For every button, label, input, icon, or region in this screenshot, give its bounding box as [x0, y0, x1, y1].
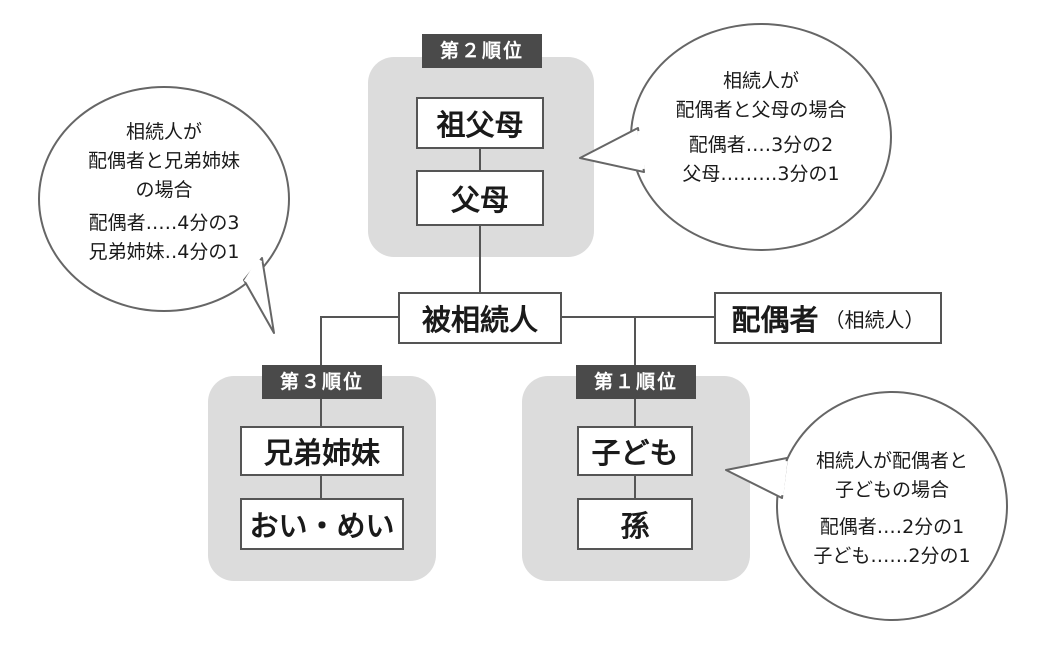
- node-children: 子ども: [577, 426, 693, 476]
- node-spouse: 配偶者（相続人）: [714, 292, 942, 344]
- node-grandparents: 祖父母: [416, 97, 544, 149]
- bubble-top-right-title2: 配偶者と父母の場合: [675, 99, 847, 121]
- bubble-left-tail: [243, 257, 275, 334]
- connector-grandparents-parents: [479, 147, 481, 170]
- spouse-sub-label: （相続人）: [824, 307, 925, 332]
- spouse-label: 配偶者: [731, 303, 819, 337]
- bubble-top-right-tail: [579, 127, 645, 173]
- node-parents: 父母: [416, 170, 544, 226]
- bubble-left-share1: 配偶者…‥4分の3: [88, 212, 240, 234]
- bubble-bottom-right-title1: 相続人が配偶者と: [815, 450, 968, 472]
- bubble-left-share2: 兄弟姉妹‥4分の1: [88, 241, 240, 263]
- connector-siblings-nephews: [320, 476, 322, 498]
- bubble-bottom-right-title2: 子どもの場合: [834, 479, 949, 501]
- bubble-bottom-right-text: 相続人が配偶者と 子どもの場合 配偶者‥‥2分の1 子ども……2分の1: [780, 447, 1004, 571]
- bubble-top-right-text: 相続人が 配偶者と父母の場合 配偶者‥‥3分の2 父母………3分の1: [636, 67, 886, 189]
- bubble-top-right: [630, 23, 892, 251]
- bubble-left-text: 相続人が 配偶者と兄弟姉妹 の場合 配偶者…‥4分の3 兄弟姉妹‥4分の1: [44, 118, 284, 267]
- bubble-bottom-right-tail: [725, 457, 788, 499]
- rank2-label: 第２順位: [422, 34, 542, 68]
- node-nephews: おい・めい: [240, 498, 404, 550]
- bubble-left-title2: 配偶者と兄弟姉妹: [87, 150, 240, 172]
- node-grandchildren: 孫: [577, 498, 693, 550]
- bubble-bottom-right-share1: 配偶者‥‥2分の1: [819, 516, 965, 538]
- connector-parents-deceased: [479, 226, 481, 292]
- connector-children-grandchildren: [634, 476, 636, 498]
- bubble-bottom-right-share2: 子ども……2分の1: [813, 545, 971, 567]
- node-deceased: 被相続人: [398, 292, 562, 344]
- bubble-bottom-right: [776, 391, 1008, 621]
- rank1-label: 第１順位: [576, 365, 696, 399]
- node-siblings: 兄弟姉妹: [240, 426, 404, 476]
- rank3-label: 第３順位: [262, 365, 382, 399]
- bubble-left-title3: の場合: [135, 179, 193, 201]
- bubble-top-right-title1: 相続人が: [722, 70, 799, 92]
- bubble-top-right-share2: 父母………3分の1: [682, 163, 840, 185]
- bubble-left-title1: 相続人が: [125, 121, 202, 143]
- bubble-top-right-share1: 配偶者‥‥3分の2: [688, 134, 834, 156]
